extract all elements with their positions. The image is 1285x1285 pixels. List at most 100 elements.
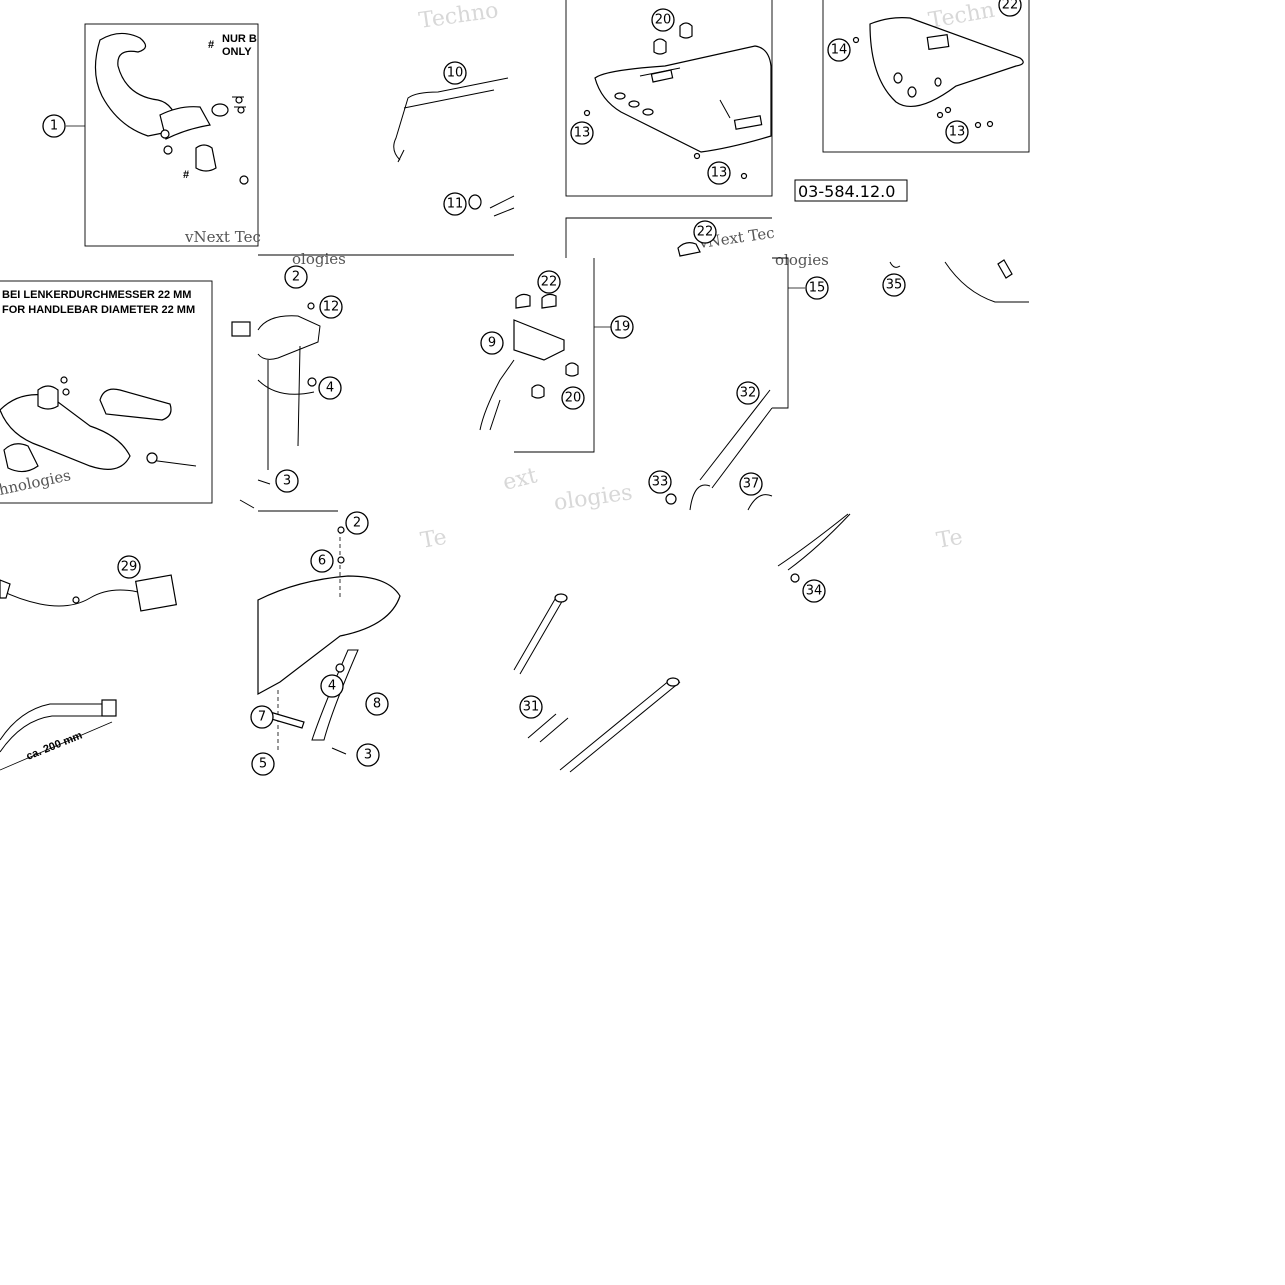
side-stand-leg — [699, 389, 773, 489]
engine-guard-shell — [869, 17, 1024, 108]
watermark: hnologies — [0, 466, 72, 499]
callout-35: 35 — [882, 273, 906, 297]
fender-panel: Te 2 6 4 8 7 5 — [250, 511, 449, 776]
svg-text:2: 2 — [292, 270, 300, 285]
svg-text:19: 19 — [614, 320, 631, 335]
svg-text:13: 13 — [574, 126, 591, 141]
callout-5: 5 — [251, 752, 275, 776]
watermark: ologies — [775, 251, 829, 269]
callout-1: 1 — [42, 114, 66, 138]
callout-19: 19 — [610, 315, 634, 339]
mount-plate — [513, 319, 565, 361]
side-stand-panel: 15 35 32 33 37 — [648, 257, 1029, 511]
fender-stay — [311, 649, 359, 741]
callout-4: 4 — [318, 376, 342, 400]
clamp-bushing — [195, 144, 217, 172]
svg-text:32: 32 — [740, 386, 757, 401]
engine-guard-panel: Techn 14 22 13 — [822, 0, 1030, 153]
rubber-buffer — [679, 22, 693, 39]
stand-bar — [513, 593, 565, 675]
note-only: ONLY — [222, 46, 252, 58]
hash-mark: # — [183, 169, 189, 181]
callout-8: 8 — [365, 692, 389, 716]
svg-text:1: 1 — [50, 119, 58, 134]
callout-12: 12 — [319, 295, 343, 319]
svg-text:7: 7 — [258, 710, 266, 725]
watermark: ologies — [552, 480, 634, 516]
svg-text:2: 2 — [353, 516, 361, 531]
svg-text:3: 3 — [364, 748, 372, 763]
watermark: ext — [500, 463, 539, 496]
mount-plate-panel: vNext Tec ologies 22 22 9 19 20 — [479, 217, 829, 516]
callout-22: 22 — [693, 220, 717, 244]
callout-2: 2 — [284, 265, 308, 289]
callout-22: 22 — [537, 270, 561, 294]
callout-20: 20 — [651, 8, 675, 32]
svg-text:20: 20 — [655, 13, 672, 28]
part-number-label: 03-584.12.0 — [794, 179, 908, 202]
callout-32: 32 — [736, 381, 760, 405]
callout-13: 13 — [707, 161, 731, 185]
handguard-mount-arm — [159, 106, 211, 140]
callout-22: 22 — [998, 0, 1022, 17]
svg-text:34: 34 — [806, 584, 823, 599]
svg-text:22: 22 — [541, 275, 558, 290]
stand-leg-lower — [777, 513, 851, 571]
note-nur-b: NUR B — [222, 33, 257, 45]
watermark: Te — [419, 525, 449, 554]
svg-text:37: 37 — [743, 477, 760, 492]
svg-text:20: 20 — [565, 391, 582, 406]
stand-spring — [527, 713, 569, 743]
callout-20: 20 — [561, 386, 585, 410]
svg-text:10: 10 — [447, 66, 464, 81]
svg-text:13: 13 — [949, 125, 966, 140]
callout-10: 10 — [443, 61, 467, 85]
note-lenker-de: BEI LENKERDURCHMESSER 22 MM — [2, 289, 191, 301]
engine-guard-frame — [822, 0, 1030, 153]
bracket-tube — [393, 77, 509, 163]
watermark: vNext Tec — [184, 228, 261, 246]
callout-34: 34 — [802, 579, 826, 603]
svg-text:12: 12 — [323, 300, 340, 315]
svg-text:35: 35 — [886, 278, 903, 293]
handguard-22mm-frame — [0, 280, 213, 504]
fender-shell — [257, 575, 401, 696]
svg-text:8: 8 — [373, 697, 381, 712]
svg-text:03-584.12.0: 03-584.12.0 — [798, 182, 895, 201]
stand-lower-panel: Te 34 — [777, 513, 965, 603]
svg-text:33: 33 — [652, 475, 669, 490]
svg-text:29: 29 — [121, 560, 138, 575]
svg-text:11: 11 — [447, 197, 464, 212]
watermark: ologies — [292, 250, 346, 268]
callout-6: 6 — [310, 549, 334, 573]
callout-15: 15 — [805, 276, 829, 300]
bracket-assembly-panel: ologies 2 12 4 3 — [231, 250, 346, 512]
svg-text:3: 3 — [283, 474, 291, 489]
callout-29: 29 — [117, 555, 141, 579]
callout-13: 13 — [570, 121, 594, 145]
svg-text:31: 31 — [523, 700, 540, 715]
callout-3: 3 — [356, 743, 380, 767]
bracket-tube-inner — [403, 89, 495, 109]
skid-plate-panel: 20 13 13 — [565, 0, 773, 197]
stand-springs-panel: 31 — [513, 593, 681, 773]
svg-text:14: 14 — [831, 43, 848, 58]
svg-text:4: 4 — [326, 381, 334, 396]
handguard-22mm-panel: BEI LENKERDURCHMESSER 22 MM FOR HANDLEBA… — [0, 280, 213, 504]
svg-text:15: 15 — [809, 281, 826, 296]
svg-text:22: 22 — [697, 225, 714, 240]
watermark: Te — [935, 525, 965, 554]
hash-mark: # — [208, 39, 214, 51]
callout-11: 11 — [443, 192, 467, 216]
handguard-shell — [0, 394, 131, 470]
callout-4: 4 — [320, 674, 344, 698]
svg-text:5: 5 — [259, 757, 267, 772]
callout-9: 9 — [480, 331, 504, 355]
callout-37: 37 — [739, 472, 763, 496]
light-cable — [0, 589, 139, 607]
bracket-panel: Techno 10 11 — [258, 0, 515, 256]
svg-text:13: 13 — [711, 166, 728, 181]
dimension-label: ca. 200 mm — [25, 729, 85, 762]
stand-bar — [559, 679, 681, 773]
